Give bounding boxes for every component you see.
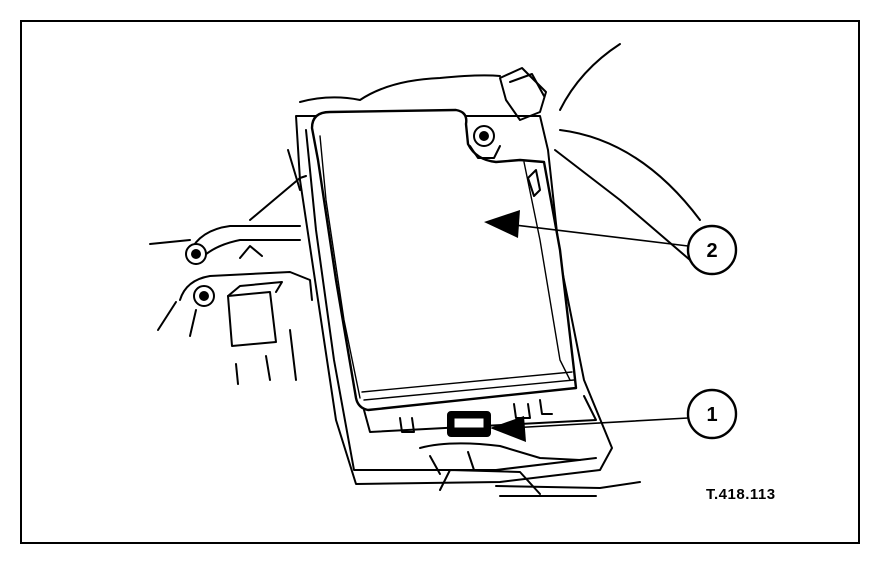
right-tab (527, 169, 541, 197)
fusebox-cover-bottom (361, 371, 573, 393)
top-clip (499, 67, 547, 121)
top-screw (469, 125, 501, 159)
background-line-right (554, 149, 691, 261)
callout-1-label: 1 (706, 404, 717, 426)
left-nut-upper (185, 243, 207, 265)
background-curve-right (559, 43, 621, 111)
bottom-bracket (419, 442, 581, 461)
arrowhead-2 (484, 210, 520, 238)
cover-right-rim (523, 161, 571, 381)
left-nut-lower (193, 285, 215, 307)
leader-line-2 (505, 223, 689, 247)
outer-housing-inner (305, 129, 597, 471)
latch-right (513, 403, 531, 419)
left-bracket (179, 271, 313, 301)
leader-line-1 (509, 417, 689, 429)
fusebox-cover (310, 108, 578, 412)
fusebox-cover-edge (319, 135, 361, 399)
callout-2: 2 (686, 224, 738, 276)
arrowhead-1 (490, 416, 526, 442)
background-line-right-2 (559, 129, 701, 221)
release-latch (447, 411, 491, 437)
left-block (227, 291, 277, 347)
background-curve-top (299, 74, 501, 103)
outer-housing (295, 115, 613, 485)
latch-left (399, 417, 415, 433)
callout-1: 1 (686, 388, 738, 440)
reference-code: T.418.113 (706, 486, 776, 503)
callout-2-label: 2 (706, 240, 717, 262)
